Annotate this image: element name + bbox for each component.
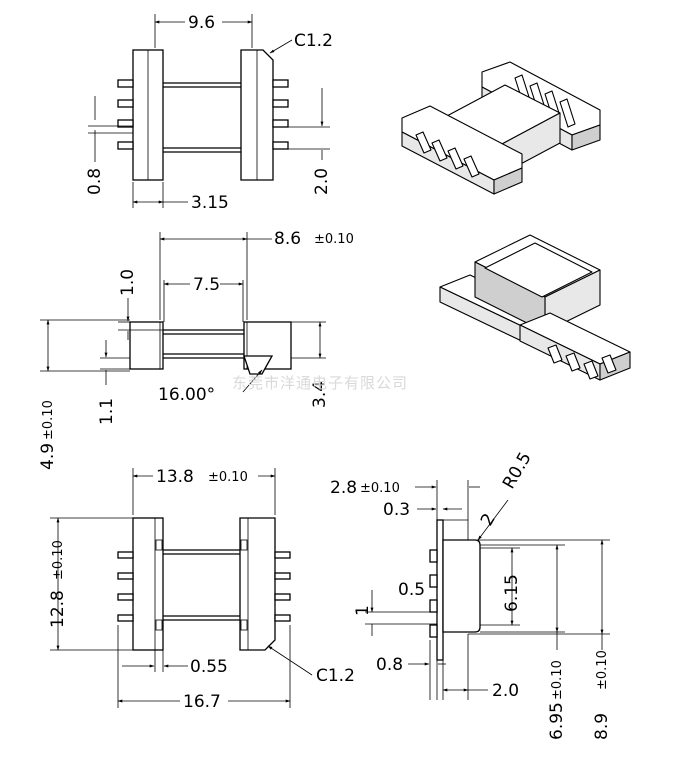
dim-2-0-top: 2.0 (312, 168, 332, 195)
dim-13-8: 13.8 (156, 467, 194, 487)
dim-angle: 16.00° (158, 385, 215, 405)
dim-1-0: 1.0 (118, 269, 138, 296)
dim-c1-2-top: C1.2 (294, 31, 333, 51)
dim-0-55: 0.55 (190, 657, 228, 677)
dim-3-4: 3.4 (310, 381, 330, 408)
dim-4-9-tol: ±0.10 (41, 400, 56, 440)
dim-4-9: 4.9 (38, 443, 58, 470)
isometric-view-bottom (439, 234, 631, 381)
bottom-view: 13.8 ±0.10 12.8 ±0.10 (48, 467, 355, 712)
dim-8-9: 8.9 (592, 713, 612, 740)
dim-2-note: 2 (477, 510, 500, 529)
dim-6-95: 6.95 (547, 702, 567, 740)
isometric-view-top (401, 61, 601, 195)
dim-6-95-tol: ±0.10 (550, 660, 565, 700)
dim-3-15: 3.15 (191, 193, 229, 213)
dim-2-0-end: 2.0 (492, 681, 519, 701)
dim-2-8-tol: ±0.10 (360, 481, 400, 496)
dim-0-8-end: 0.8 (376, 655, 403, 675)
dim-8-6: 8.6 (274, 229, 301, 249)
dim-0-8-top: 0.8 (85, 168, 105, 195)
dim-2-8: 2.8 (330, 478, 357, 498)
dim-16-7: 16.7 (183, 692, 221, 712)
dim-0-5: 0.5 (398, 580, 425, 600)
dim-9-6: 9.6 (188, 13, 215, 33)
dim-8-6-tol: ±0.10 (314, 232, 354, 247)
dim-12-8-tol: ±0.10 (51, 540, 66, 580)
dim-7-5: 7.5 (193, 275, 220, 295)
dim-8-9-tol: ±0.10 (595, 650, 610, 690)
end-view: 2.8 ±0.10 0.3 R0.5 2 6.15 6.95 ±0.10 (330, 449, 612, 740)
dim-r0-5: R0.5 (499, 449, 536, 493)
dim-1-1: 1.1 (97, 398, 117, 425)
dim-13-8-tol: ±0.10 (208, 470, 248, 485)
dim-12-8: 12.8 (48, 590, 68, 628)
dim-0-3: 0.3 (383, 500, 410, 520)
dim-6-15: 6.15 (502, 574, 522, 612)
top-view: 9.6 C1.2 0.8 2.0 3.15 (85, 13, 333, 213)
dim-tick-1: 1 (353, 605, 373, 616)
watermark: 东莞市洋通电子有限公司 (232, 374, 408, 392)
side-view: 8.6 ±0.10 7.5 16.00° 1.0 1.1 (38, 229, 354, 470)
dim-c1-2-bottom: C1.2 (316, 666, 355, 686)
